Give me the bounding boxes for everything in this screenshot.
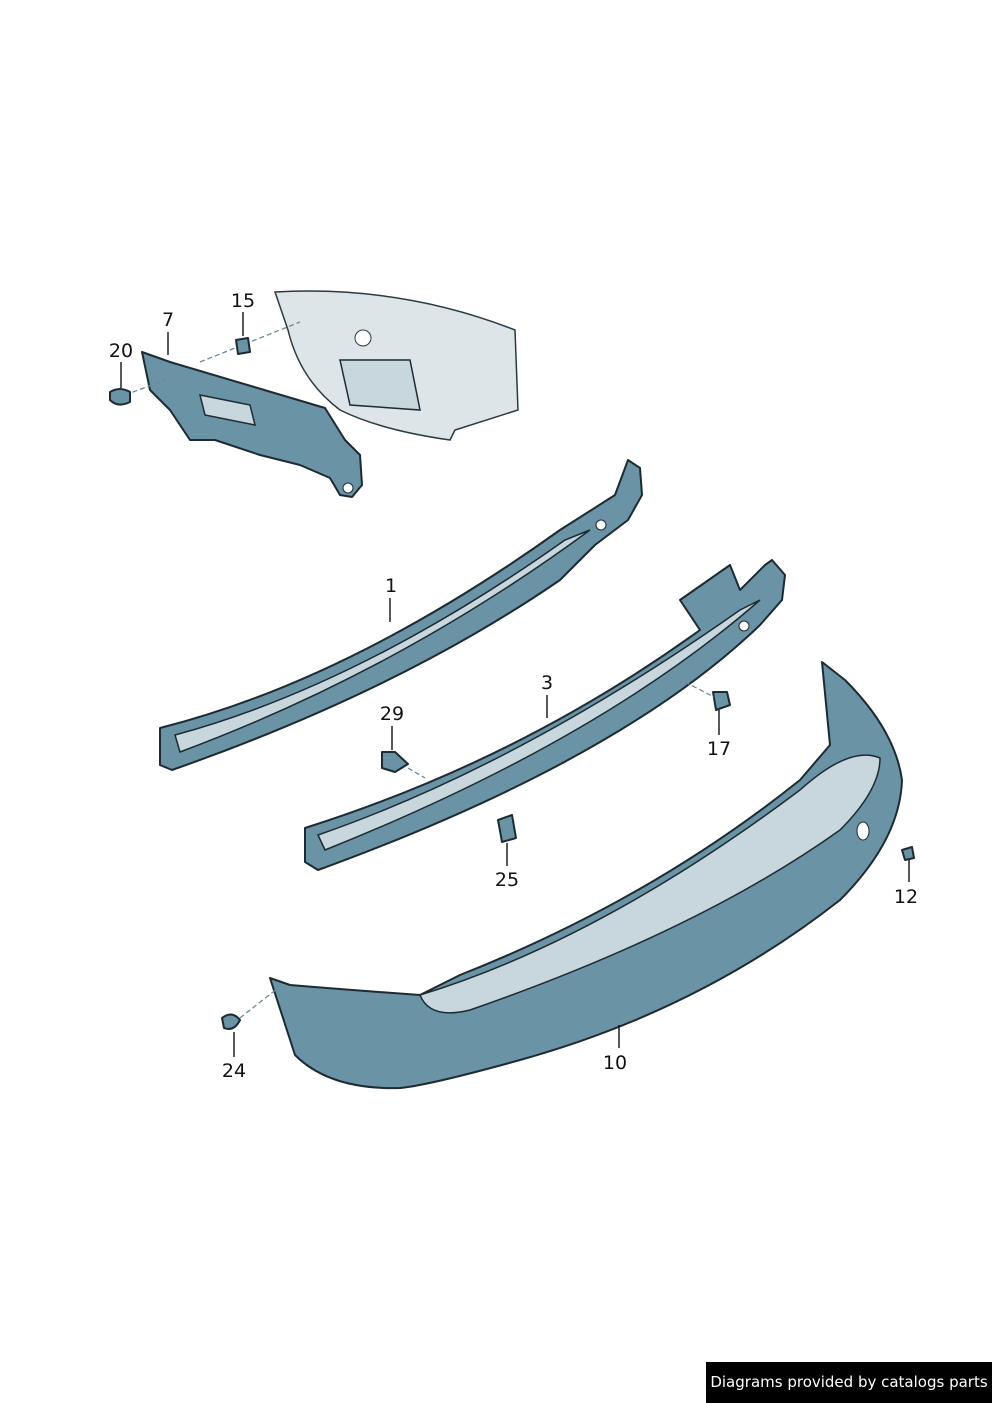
label-part-3: 3 bbox=[541, 672, 553, 694]
nut-part-15[interactable] bbox=[235, 337, 251, 355]
label-part-25: 25 bbox=[495, 869, 519, 891]
screw-part-24[interactable] bbox=[221, 1013, 241, 1030]
label-part-12: 12 bbox=[894, 886, 918, 908]
clip-part-12[interactable] bbox=[901, 846, 915, 861]
nut-part-17[interactable] bbox=[712, 691, 731, 711]
label-part-24: 24 bbox=[222, 1060, 246, 1082]
bolt-part-29[interactable] bbox=[381, 751, 409, 773]
label-part-20: 20 bbox=[109, 340, 133, 362]
label-part-29: 29 bbox=[380, 703, 404, 725]
label-part-7: 7 bbox=[162, 309, 174, 331]
label-part-1: 1 bbox=[385, 575, 397, 597]
label-part-15: 15 bbox=[231, 290, 255, 312]
bolt-part-20[interactable] bbox=[109, 388, 131, 406]
clip-part-25[interactable] bbox=[497, 814, 517, 843]
credit-banner: Diagrams provided by catalogs parts bbox=[706, 1362, 992, 1403]
leader-lines bbox=[120, 312, 910, 1057]
label-part-10: 10 bbox=[603, 1052, 627, 1074]
impact-beam-part-1[interactable] bbox=[159, 459, 643, 771]
vehicle-rear-body bbox=[273, 290, 519, 441]
impact-beam-part-3[interactable] bbox=[304, 559, 786, 871]
bracket-part-7[interactable] bbox=[141, 351, 363, 498]
label-part-17: 17 bbox=[707, 738, 731, 760]
bumper-cover-part-10[interactable] bbox=[269, 661, 903, 1090]
